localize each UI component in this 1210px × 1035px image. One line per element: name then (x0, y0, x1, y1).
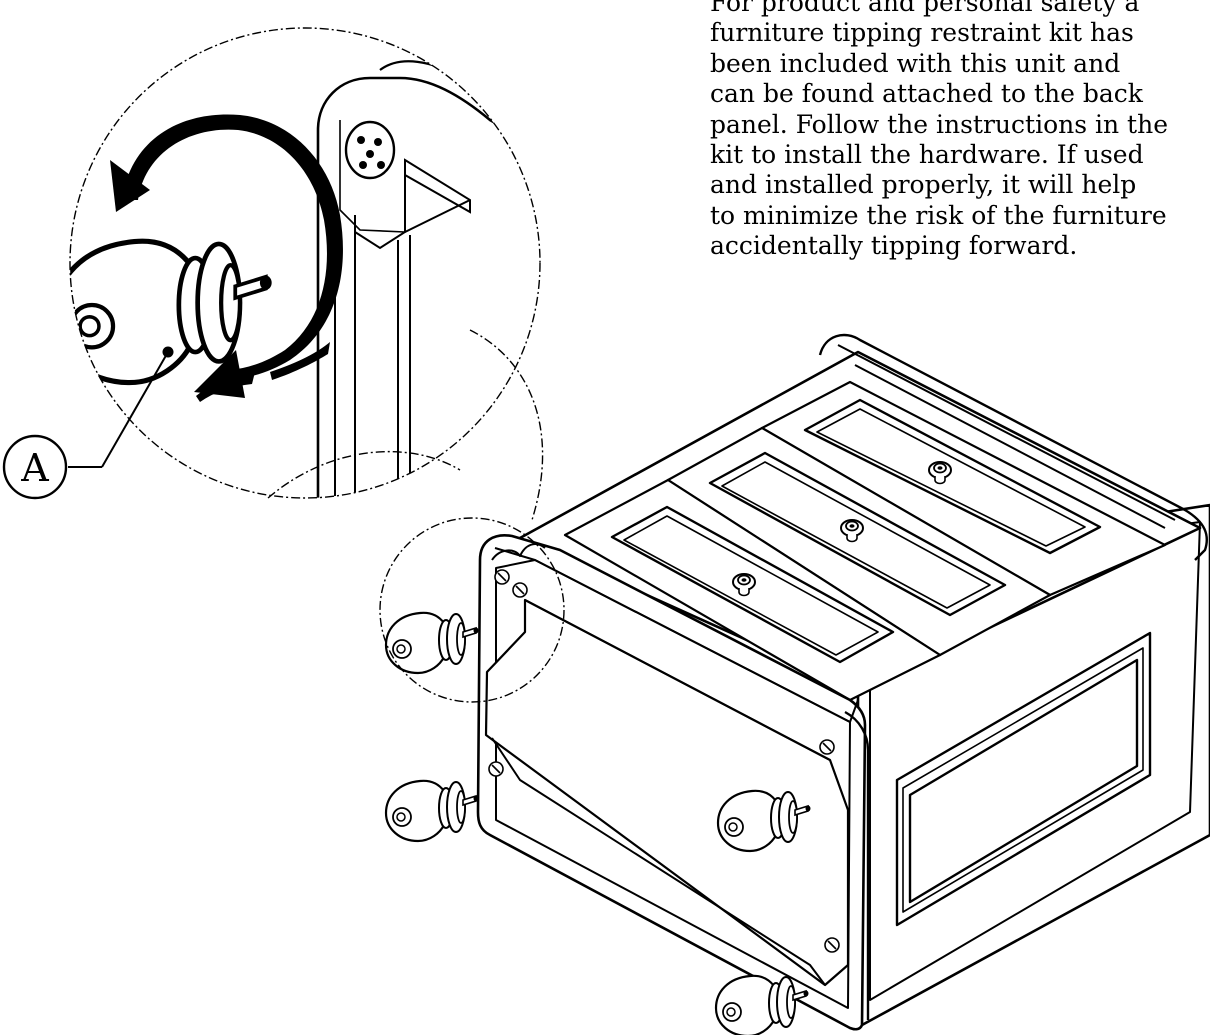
instruction-line: been included with this unit and (710, 48, 1121, 78)
instruction-line: panel. Follow the instructions in the (710, 109, 1168, 139)
instruction-line: can be found attached to the back (710, 79, 1143, 109)
instruction-line: and installed properly, it will help (710, 170, 1137, 200)
detail-reference-circle (379, 517, 565, 703)
instruction-line: furniture tipping restraint kit has (710, 18, 1134, 48)
safety-instruction-text: For product and personal safety a furnit… (710, 0, 1210, 262)
callout-label: A (20, 446, 49, 490)
callout-a (2, 434, 68, 500)
instruction-line: kit to install the hardware. If used (710, 140, 1144, 170)
instruction-line: For product and personal safety a (710, 0, 1140, 17)
instruction-line: accidentally tipping forward. (710, 231, 1078, 261)
detail-view (68, 27, 541, 499)
instruction-line: to minimize the risk of the furniture (710, 200, 1167, 230)
nightstand-cabinet (476, 333, 1210, 1031)
clockwise-rotation-arrow-icon (110, 114, 343, 402)
